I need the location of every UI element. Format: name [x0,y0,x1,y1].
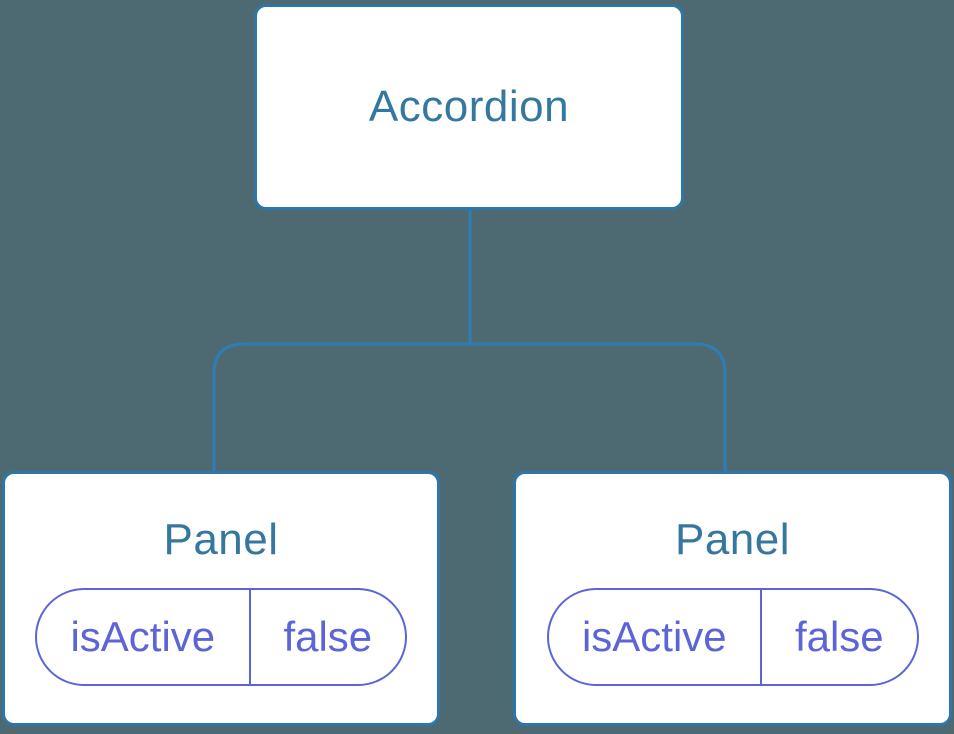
state-key: isActive [581,613,727,660]
component-label: Panel [163,515,279,564]
connector-branch [212,342,727,474]
component-node-panel-left: Panel isActive false [2,471,440,726]
state-pill: isActive false [35,588,407,686]
state-key: isActive [70,613,216,660]
state-value: false [760,590,916,684]
component-node-panel-right: Panel isActive false [513,471,952,726]
state-value: false [248,590,405,684]
component-label: Accordion [368,82,570,131]
component-label: Panel [674,515,791,564]
component-node-accordion: Accordion [254,4,684,210]
state-pill: isActive false [546,588,919,686]
